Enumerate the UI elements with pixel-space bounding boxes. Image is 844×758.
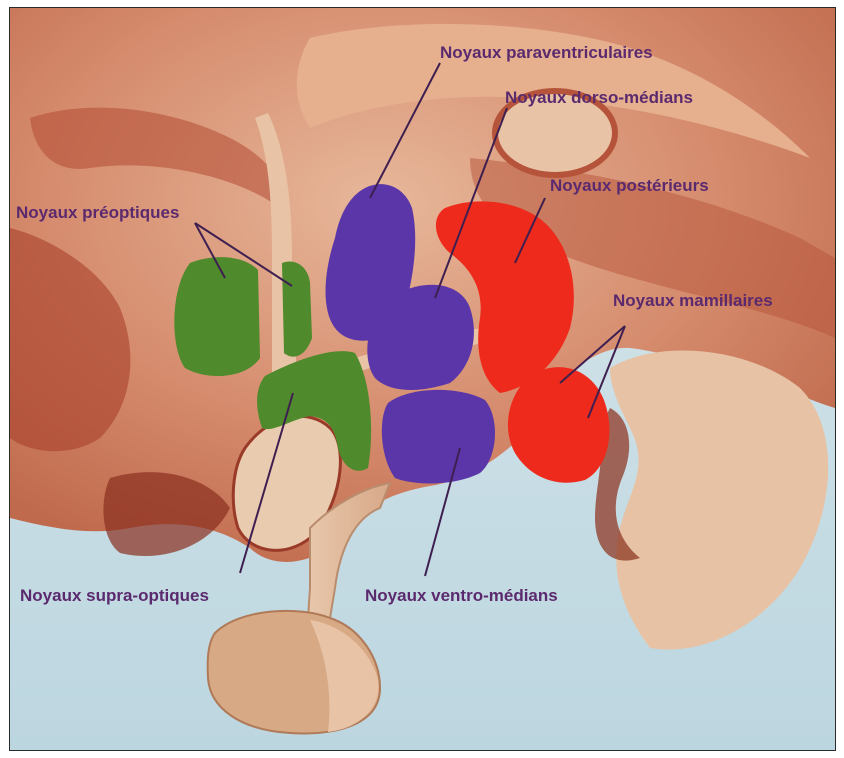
- label-dorsomedial: Noyaux dorso-médians: [505, 88, 693, 107]
- label-ventromedial: Noyaux ventro-médians: [365, 586, 558, 605]
- label-paraventricular: Noyaux paraventriculaires: [440, 43, 653, 62]
- ventromedial-nucleus: [382, 390, 495, 484]
- label-posterior: Noyaux postérieurs: [550, 176, 709, 195]
- preoptic-nucleus-posterior: [282, 262, 312, 357]
- label-preoptic: Noyaux préoptiques: [16, 203, 179, 222]
- hypothalamus-illustration: Noyaux paraventriculaires Noyaux dorso-m…: [10, 8, 835, 750]
- label-supraoptic: Noyaux supra-optiques: [20, 586, 209, 605]
- preoptic-nucleus-anterior: [174, 257, 260, 376]
- hypothalamus-diagram: Noyaux paraventriculaires Noyaux dorso-m…: [9, 7, 836, 751]
- label-mamillary: Noyaux mamillaires: [613, 291, 773, 310]
